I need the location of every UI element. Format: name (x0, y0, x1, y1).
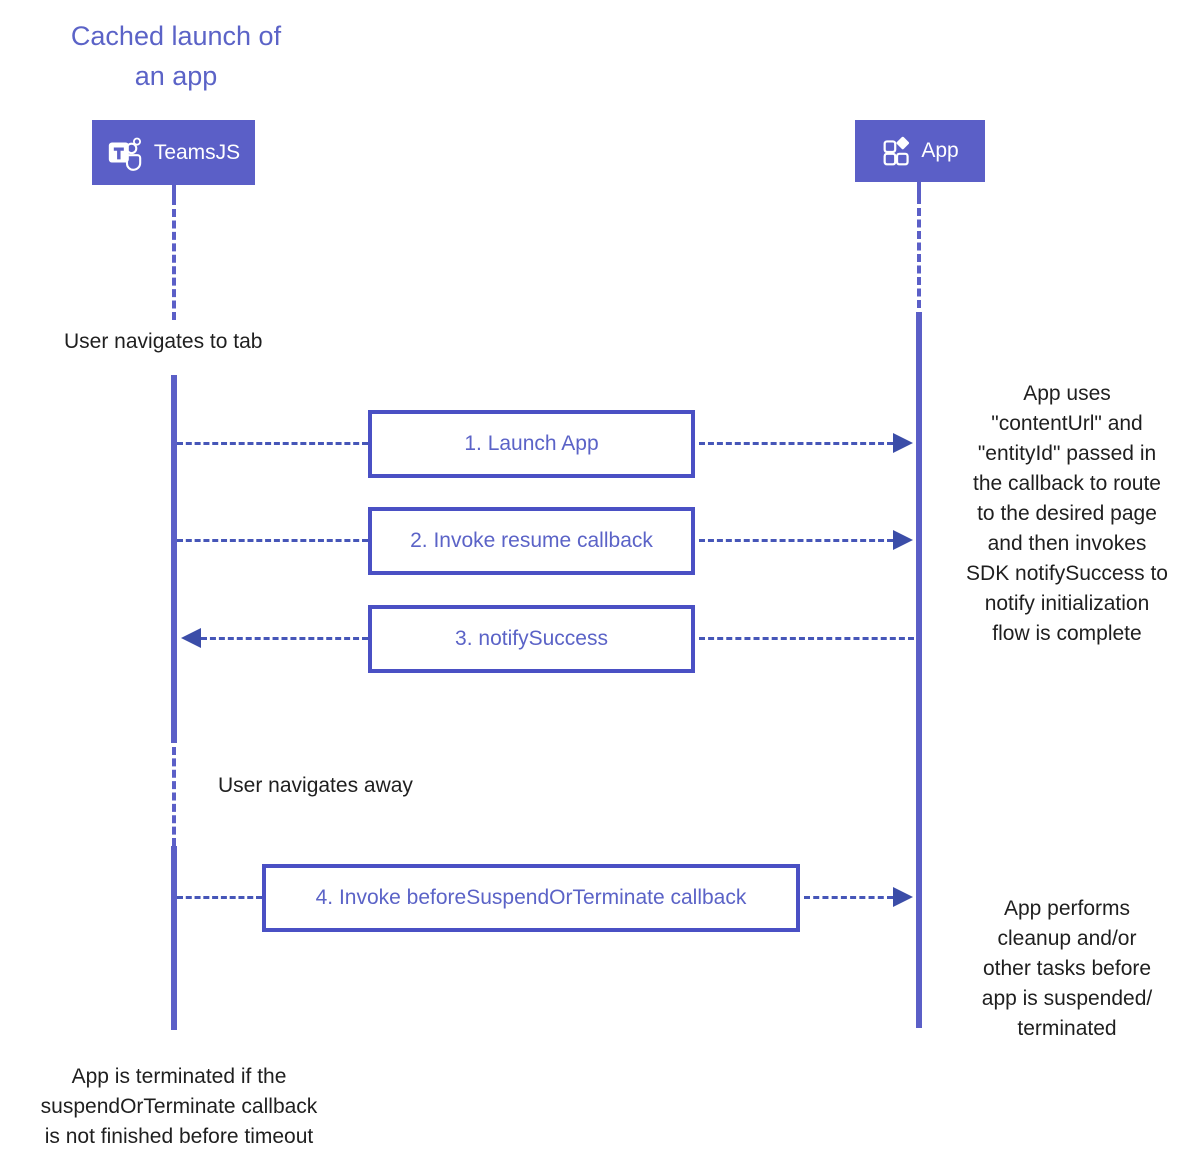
app-lifeline-dashed (917, 208, 921, 308)
message-box-3: 3. notifySuccess (368, 605, 695, 673)
actor-teamsjs: TeamsJS (92, 120, 255, 185)
teamsjs-activation-bar-1 (171, 375, 177, 743)
teamsjs-activation-bar-2 (171, 846, 177, 1030)
message-4-label: 4. Invoke beforeSuspendOrTerminate callb… (315, 886, 747, 909)
note-user-navigates-to-tab: User navigates to tab (64, 330, 263, 353)
note-app-uses: App uses"contentUrl" and"entityId" passe… (966, 382, 1168, 645)
actor-app: App (855, 120, 985, 182)
actor-teamsjs-label: TeamsJS (153, 140, 241, 164)
message-2-label: 2. Invoke resume callback (410, 529, 653, 552)
message-1-arrowhead (893, 433, 913, 453)
actor-app-label: App (921, 139, 959, 162)
message-3-label: 3. notifySuccess (455, 627, 608, 650)
message-box-2: 2. Invoke resume callback (368, 507, 695, 575)
teamsjs-lifeline-dashed-1 (172, 209, 176, 320)
app-activation-bar (916, 312, 922, 1028)
message-3-connector-left (201, 637, 368, 640)
teams-icon (108, 137, 142, 171)
message-2-connector-left (177, 539, 368, 542)
message-4-connector-left (177, 896, 262, 899)
message-3-connector-right (699, 637, 914, 640)
apps-icon (883, 136, 910, 165)
message-3-arrowhead (181, 628, 201, 648)
message-box-4: 4. Invoke beforeSuspendOrTerminate callb… (262, 864, 800, 932)
message-1-label: 1. Launch App (464, 432, 599, 455)
message-2-arrowhead (893, 530, 913, 550)
message-box-1: 1. Launch App (368, 410, 695, 478)
message-1-connector-right (699, 442, 893, 445)
app-lifeline-stub (917, 182, 921, 204)
message-2-connector-right (699, 539, 893, 542)
teamsjs-lifeline-dashed-2 (172, 747, 176, 846)
message-4-connector-right (804, 896, 893, 899)
message-1-connector-left (177, 442, 368, 445)
message-4-arrowhead (893, 887, 913, 907)
teamsjs-lifeline-stub (172, 185, 176, 205)
note-user-navigates-away: User navigates away (218, 774, 413, 797)
